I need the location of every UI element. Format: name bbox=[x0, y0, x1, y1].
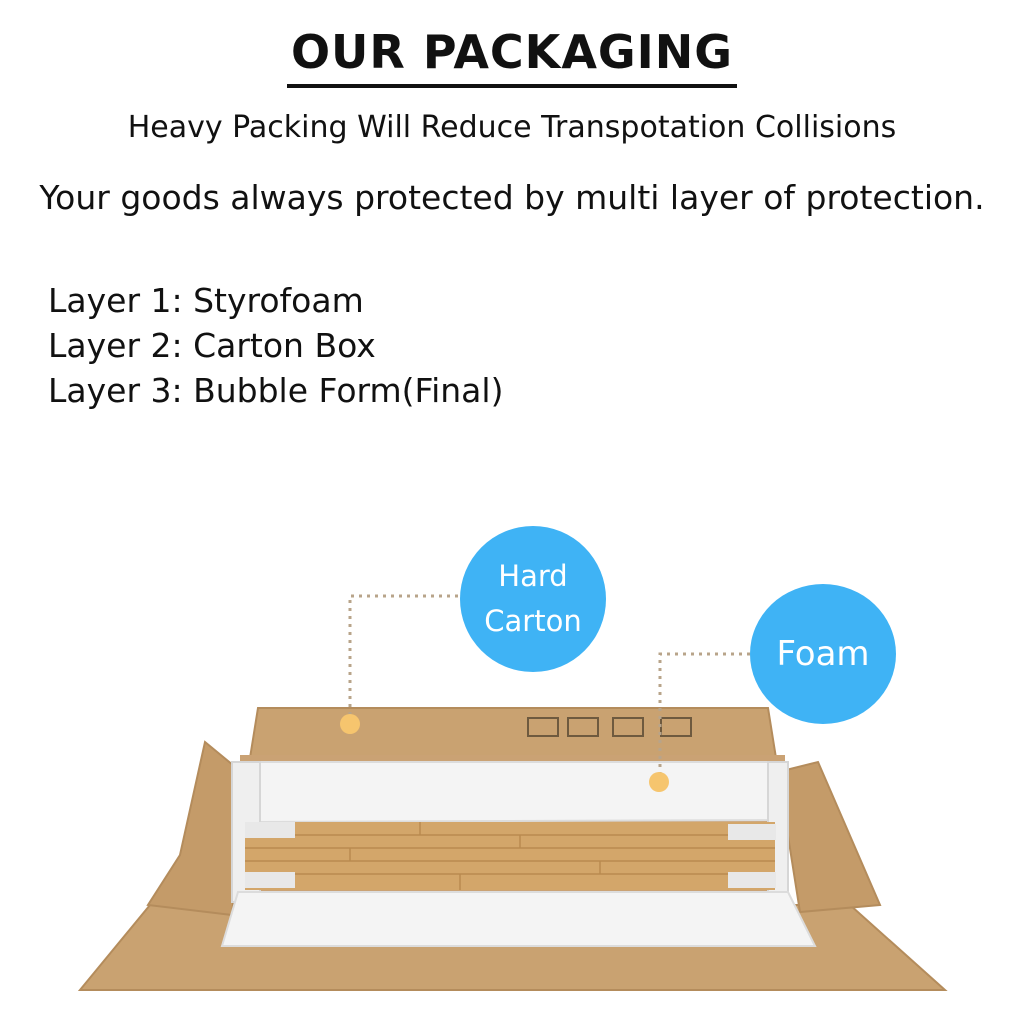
hard-carton-marker bbox=[340, 714, 360, 734]
foam-block-right-top bbox=[728, 824, 776, 840]
hard-carton-leader bbox=[348, 594, 458, 715]
hard-carton-callout: Hard Carton bbox=[460, 526, 606, 672]
foam-block-left-top bbox=[245, 822, 295, 838]
foam-bottom bbox=[220, 891, 817, 947]
hard-carton-label-line1: Hard bbox=[498, 559, 568, 593]
layer-list: Layer 1: Styrofoam Layer 2: Carton Box L… bbox=[48, 278, 503, 413]
foam-callout: Foam bbox=[750, 584, 896, 724]
foam-top bbox=[236, 761, 782, 824]
box-back-wall bbox=[248, 707, 778, 759]
page-subtitle: Heavy Packing Will Reduce Transpotation … bbox=[127, 110, 897, 145]
foam-block-right-bottom bbox=[728, 872, 776, 888]
packaging-illustration bbox=[77, 594, 948, 991]
foam-marker bbox=[649, 772, 669, 792]
foam-block-left-bottom bbox=[245, 872, 295, 888]
protection-tagline: Your goods always protected by multi lay… bbox=[39, 178, 985, 217]
layer-item-1: Layer 1: Styrofoam bbox=[48, 281, 364, 320]
foam-label: Foam bbox=[776, 634, 870, 674]
foam-leader bbox=[658, 652, 750, 778]
wood-planks bbox=[245, 822, 775, 890]
hard-carton-label-line2: Carton bbox=[484, 604, 582, 638]
layer-item-3: Layer 3: Bubble Form(Final) bbox=[48, 371, 504, 410]
box-right-flap bbox=[776, 760, 882, 914]
page-title: OUR PACKAGING bbox=[0, 22, 1024, 88]
layer-item-2: Layer 2: Carton Box bbox=[48, 326, 376, 365]
box-left-flap bbox=[146, 740, 247, 917]
page-title-text: OUR PACKAGING bbox=[286, 22, 738, 88]
